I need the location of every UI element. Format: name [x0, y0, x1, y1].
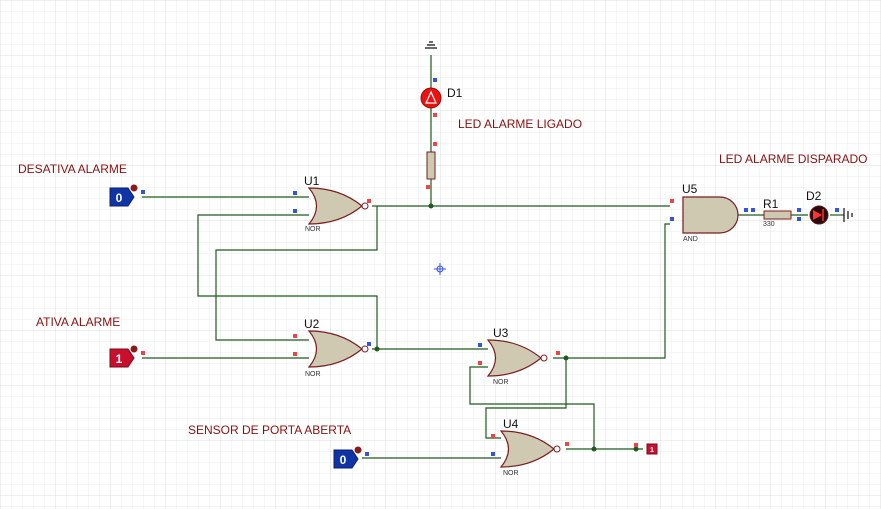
wire-u4-feedback[interactable]: [469, 366, 595, 449]
pin-marker: [491, 434, 495, 438]
pin-marker: [835, 208, 839, 212]
label-desativa-alarme: DESATIVA ALARME: [18, 162, 127, 176]
nor-gate-body[interactable]: [499, 430, 555, 468]
nor-gate-body[interactable]: [307, 187, 363, 225]
inverter-bubble: [361, 202, 369, 210]
gate-ref: U5: [682, 182, 698, 196]
terminal-pin: [130, 184, 138, 192]
pin-marker: [433, 142, 437, 146]
pin-marker: [670, 217, 674, 221]
wires: [142, 55, 808, 459]
gate-u1[interactable]: U1 NOR: [293, 174, 371, 233]
led-d2[interactable]: D2: [806, 189, 853, 225]
wire-u3-out[interactable]: [553, 223, 670, 359]
pin-marker: [634, 443, 638, 447]
pin-marker: [141, 190, 145, 194]
gate-u5[interactable]: U5 AND: [670, 182, 755, 243]
logic-state-terminal[interactable]: [109, 348, 135, 368]
gate-ref: U2: [304, 317, 320, 331]
nor-gate-body[interactable]: [307, 330, 363, 368]
gate-u3[interactable]: U3 NOR: [478, 326, 560, 386]
terminal-pin: [130, 345, 138, 353]
inverter-bubble: [540, 354, 548, 362]
input-state-value: 1: [116, 352, 123, 366]
resistor-value: 330: [763, 221, 775, 228]
pin-marker: [293, 209, 297, 213]
origin-marker-icon: [434, 263, 446, 275]
pin-marker: [751, 208, 755, 212]
pin-marker: [797, 217, 801, 221]
label-led-alarme-ligado: LED ALARME LIGADO: [458, 117, 582, 131]
pin-marker: [365, 452, 369, 456]
component-ref: D2: [806, 189, 822, 203]
gate-type: NOR: [305, 371, 321, 378]
pin-marker: [744, 208, 748, 212]
pin-marker: [433, 113, 437, 117]
led-d1[interactable]: D1: [420, 41, 463, 189]
label-sensor-porta: SENSOR DE PORTA ABERTA: [188, 423, 351, 437]
pin-marker: [565, 442, 569, 446]
resistor-r1[interactable]: R1 330: [763, 197, 801, 228]
and-gate-body[interactable]: [682, 196, 739, 234]
pin-marker: [426, 185, 430, 189]
gate-ref: U1: [304, 174, 320, 188]
junction-dot: [591, 446, 597, 452]
input-desativa[interactable]: 0: [109, 184, 145, 207]
junction-dot: [563, 355, 569, 361]
gate-ref: U4: [503, 417, 519, 431]
gate-type: NOR: [305, 226, 321, 233]
junction-dot: [428, 203, 434, 209]
pin-marker: [293, 191, 297, 195]
input-ativa[interactable]: 1: [109, 345, 145, 368]
logic-state-terminal[interactable]: [109, 187, 135, 207]
pin-marker: [367, 199, 371, 203]
pin-marker: [293, 352, 297, 356]
probe-value: 1: [650, 447, 654, 454]
inverter-bubble: [553, 445, 561, 453]
diode-symbol-icon: [813, 210, 822, 220]
wire-u2-feedback[interactable]: [197, 214, 378, 349]
input-state-value: 0: [116, 191, 123, 205]
input-sensor[interactable]: 0: [333, 446, 369, 469]
component-ref: D1: [447, 86, 463, 100]
gate-type: NOR: [493, 379, 509, 386]
pin-marker: [478, 361, 482, 365]
logic-probe[interactable]: [646, 443, 658, 455]
label-led-alarme-disparado: LED ALARME DISPARADO: [719, 152, 868, 166]
pin-marker: [556, 351, 560, 355]
gate-u2[interactable]: U2 NOR: [293, 317, 371, 378]
gate-type: NOR: [503, 470, 519, 477]
ground-icon: [843, 208, 853, 222]
label-ativa-alarme: ATIVA ALARME: [36, 315, 120, 329]
gate-ref: U3: [493, 326, 509, 340]
component-ref: R1: [763, 197, 779, 211]
wire-u1-feedback[interactable]: [215, 206, 378, 341]
inverter-bubble: [361, 345, 369, 353]
pin-marker: [670, 199, 674, 203]
pin-marker: [491, 452, 495, 456]
junction-dot: [633, 446, 639, 452]
pin-marker: [293, 334, 297, 338]
resistor-body[interactable]: [763, 210, 792, 220]
gate-u4[interactable]: U4 NOR: [491, 417, 569, 477]
junction-dot: [374, 346, 380, 352]
logic-state-terminal[interactable]: [333, 449, 359, 469]
pin-marker: [141, 351, 145, 355]
pin-marker: [478, 343, 482, 347]
ground-icon: [425, 41, 437, 49]
junctions: [374, 203, 639, 452]
nor-gate-body[interactable]: [486, 339, 542, 377]
output-probe[interactable]: 1: [634, 443, 658, 455]
input-state-value: 0: [340, 453, 347, 467]
gate-type: AND: [683, 236, 698, 243]
terminal-pin: [354, 446, 362, 454]
diode-symbol-icon: [425, 90, 437, 104]
resistor-body[interactable]: [426, 151, 436, 180]
pin-marker: [797, 208, 801, 212]
pin-marker: [367, 342, 371, 346]
pin-marker: [433, 78, 437, 82]
